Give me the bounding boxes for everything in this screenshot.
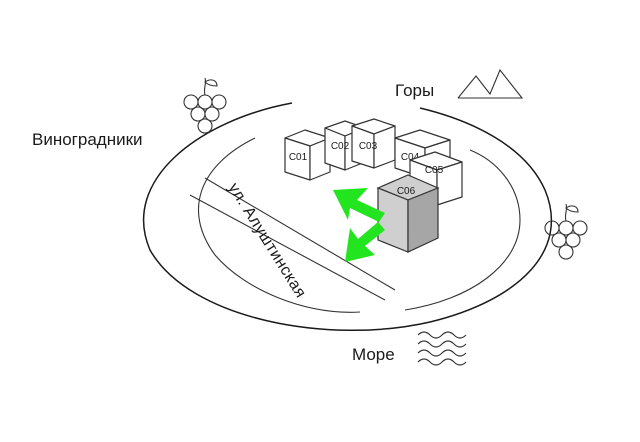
building-c03: C03	[351, 118, 396, 169]
sea-label: Море	[352, 345, 395, 364]
grapes-icon	[183, 77, 227, 134]
inner-track	[198, 137, 521, 313]
vineyards-label: Виноградники	[32, 130, 143, 149]
waves-icon	[417, 331, 467, 366]
building-c06-label: C06	[397, 186, 416, 197]
building-c01-label: C01	[289, 152, 308, 163]
site-boundary	[143, 102, 553, 331]
street-label: ул. Алуштинская	[225, 180, 309, 301]
building-c01: C01	[284, 129, 331, 181]
mountains-icon	[457, 68, 524, 99]
arrow-up-left-icon	[333, 188, 385, 222]
building-c06[interactable]: C06	[376, 174, 440, 253]
street-lines	[189, 177, 396, 301]
mountains-label: Горы	[395, 81, 434, 100]
view-arrows	[333, 188, 385, 262]
grapes-icon	[544, 203, 588, 260]
building-c02-label: C02	[331, 141, 350, 152]
building-c04-label: C04	[401, 152, 420, 163]
building-c03-label: C03	[359, 141, 378, 152]
arrow-down-left-icon	[345, 222, 385, 262]
building-c05-label: C05	[425, 165, 444, 176]
